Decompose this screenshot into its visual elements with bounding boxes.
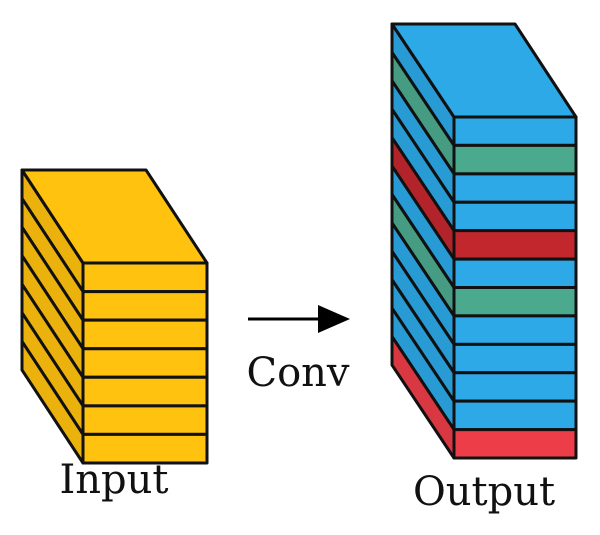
output-layer-front bbox=[452, 399, 578, 432]
input-layer-front bbox=[81, 347, 209, 379]
output-layer-front bbox=[452, 371, 578, 403]
output-layer-front bbox=[452, 257, 578, 289]
input-layer-front bbox=[81, 432, 209, 465]
output-layer-front bbox=[452, 115, 578, 147]
input-label: Input bbox=[59, 457, 168, 503]
input-layer-front bbox=[81, 375, 209, 408]
output-label: Output bbox=[413, 469, 555, 515]
output-layer-front bbox=[452, 172, 578, 204]
output-layer-front bbox=[452, 143, 578, 176]
input-block bbox=[20, 168, 209, 465]
input-layer-front bbox=[81, 261, 209, 294]
output-layer-front bbox=[452, 342, 578, 375]
input-layer-front bbox=[81, 404, 209, 436]
conv-arrow bbox=[248, 305, 350, 333]
output-layer-front bbox=[452, 200, 578, 233]
output-layer-front bbox=[452, 428, 578, 460]
output-layer-front bbox=[452, 229, 578, 261]
output-layer-front bbox=[452, 286, 578, 318]
input-layer-front bbox=[81, 290, 209, 322]
output-block bbox=[390, 22, 578, 460]
input-layer-front bbox=[81, 318, 209, 351]
conv-label: Conv bbox=[246, 350, 349, 396]
output-layer-front bbox=[452, 314, 578, 346]
